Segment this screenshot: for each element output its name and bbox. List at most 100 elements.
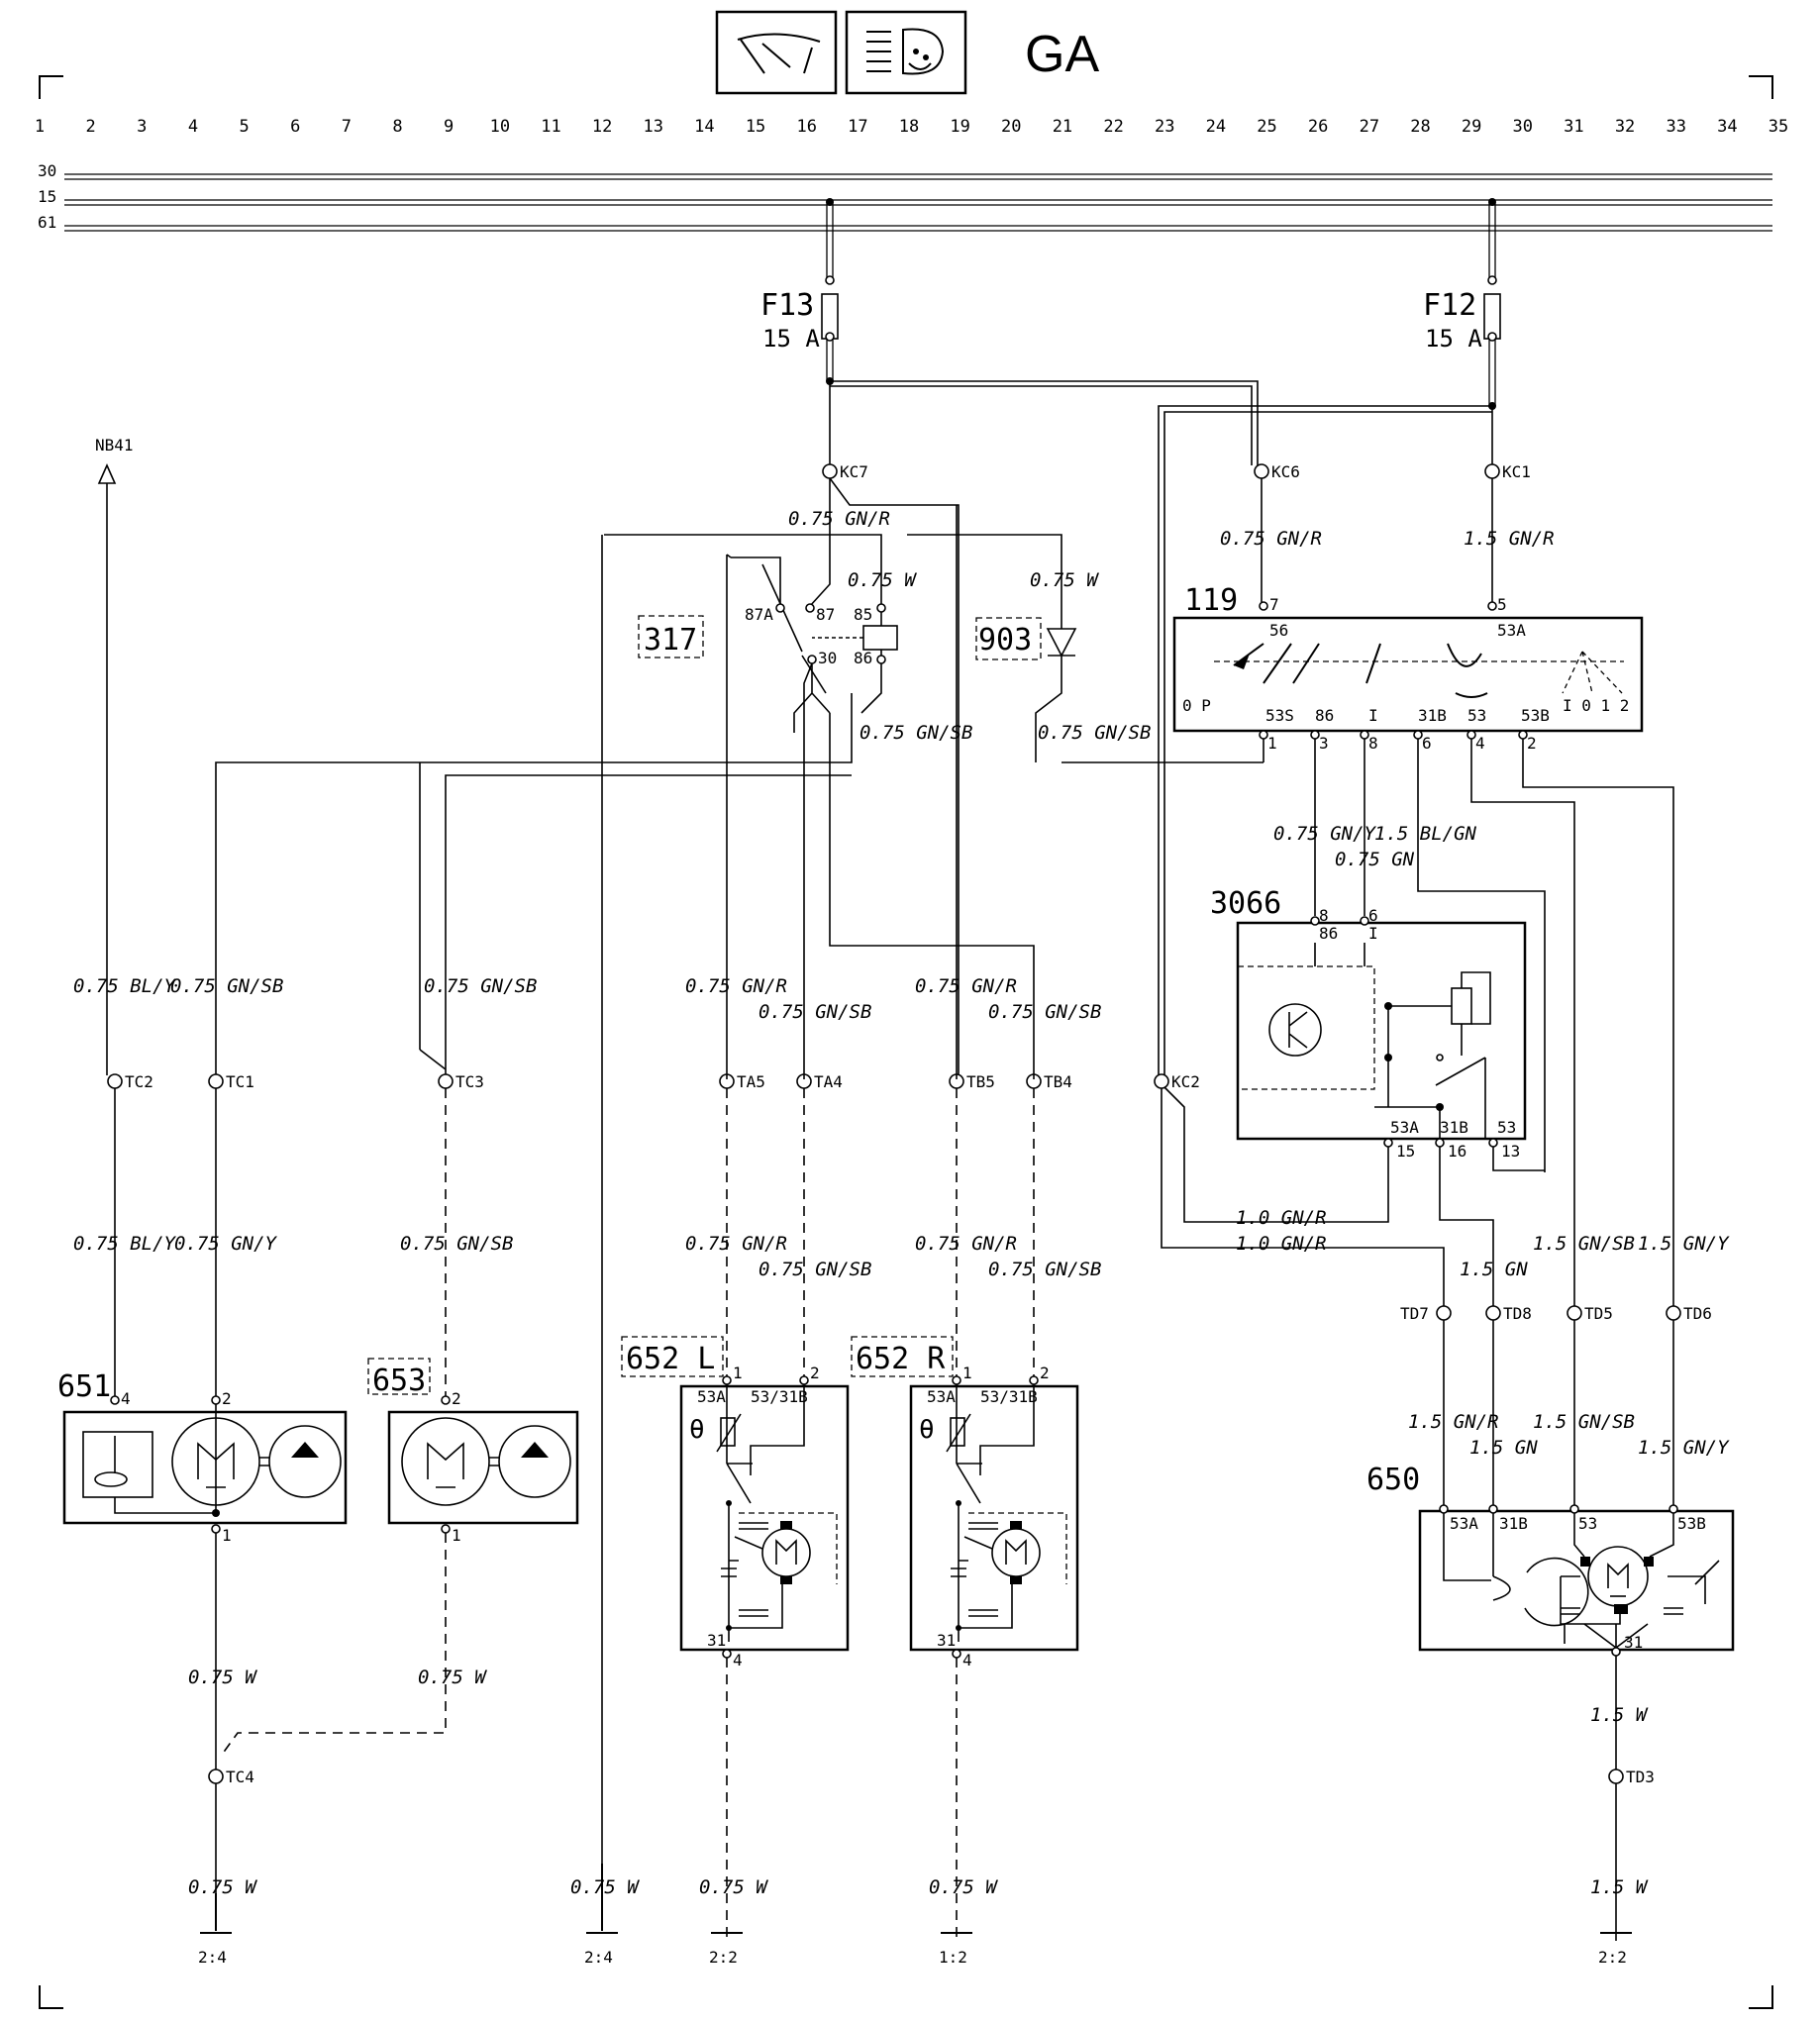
svg-text:NB41: NB41 — [95, 436, 134, 455]
svg-text:1.5 GN/Y: 1.5 GN/Y — [1638, 1437, 1730, 1459]
column-number: 16 — [796, 117, 816, 137]
pump-motor-653: 653 2 1 0.75 W — [221, 1358, 579, 1756]
connector-tc2 — [107, 1073, 123, 1089]
connector-kc1: KC1 — [1484, 462, 1531, 481]
svg-text:2: 2 — [1040, 1364, 1050, 1382]
svg-text:652 R: 652 R — [856, 1342, 946, 1376]
svg-text:31B: 31B — [1418, 706, 1447, 725]
svg-text:0.75 W: 0.75 W — [418, 1667, 487, 1688]
column-number: 8 — [392, 117, 402, 137]
svg-text:0.75 W: 0.75 W — [1030, 569, 1099, 591]
fuse-f13: F13 15 A — [760, 198, 839, 385]
column-number: 10 — [490, 117, 510, 137]
svg-text:56: 56 — [1269, 621, 1288, 640]
svg-text:0.75 GN: 0.75 GN — [1335, 849, 1415, 870]
supply-distribution — [829, 380, 1493, 1079]
svg-text:1.5 GN/SB: 1.5 GN/SB — [1533, 1233, 1635, 1255]
svg-text:2:4: 2:4 — [584, 1948, 613, 1967]
svg-text:2: 2 — [1527, 734, 1537, 753]
svg-text:15: 15 — [1396, 1142, 1415, 1161]
relay-ground-label: 0.75 W — [570, 1876, 640, 1898]
column-number: 7 — [342, 117, 352, 137]
column-number: 4 — [188, 117, 198, 137]
connector-tc3 — [438, 1073, 454, 1089]
svg-text:0.75 BL/Y: 0.75 BL/Y — [73, 1233, 177, 1255]
wiper-icon — [715, 10, 838, 95]
column-number: 3 — [137, 117, 147, 137]
column-number: 6 — [290, 117, 300, 137]
column-number: 1 — [35, 117, 45, 137]
svg-text:1.5 GN/R: 1.5 GN/R — [1408, 1411, 1499, 1433]
control-unit-3066: 3066 8 86 6 I 53A 31B 53 15 16 13 1.0 GN… — [1163, 886, 1545, 1307]
svg-text:0.75 GN/R: 0.75 GN/R — [788, 508, 890, 530]
column-number: 32 — [1615, 117, 1635, 137]
svg-text:2:2: 2:2 — [709, 1948, 738, 1967]
td-connectors: TD7 TD8 TD5 TD6 1.5 GN/SB 1.5 GN/Y 1.5 G… — [1400, 1233, 1730, 1509]
svg-text:0.75 GN/SB: 0.75 GN/SB — [170, 975, 283, 997]
nb41-arrow: NB41 — [95, 436, 134, 1075]
headlamp-motor-652-left: 652 L 1 2 53A 53/31B θ 31 4 0.75 W — [621, 1336, 850, 1941]
relay-317: 317 87A 87 85 30 86 0.75 GN/R 0.75 W 0.7… — [601, 477, 972, 1864]
svg-text:KC1: KC1 — [1502, 462, 1531, 481]
svg-text:8: 8 — [1368, 734, 1378, 753]
svg-text:θ: θ — [689, 1415, 705, 1445]
column-number: 5 — [239, 117, 249, 137]
wire-gnsb-distribution — [215, 693, 1264, 1079]
svg-text:0.75 W: 0.75 W — [188, 1667, 257, 1688]
column-number: 35 — [1769, 117, 1788, 137]
svg-text:1.5 W: 1.5 W — [1590, 1876, 1649, 1898]
svg-text:TB4: TB4 — [1044, 1072, 1072, 1091]
column-number: 14 — [694, 117, 714, 137]
header: GA — [715, 10, 1099, 95]
svg-text:1.5 GN/Y: 1.5 GN/Y — [1638, 1233, 1730, 1255]
svg-text:86: 86 — [1315, 706, 1334, 725]
svg-text:31: 31 — [1624, 1633, 1643, 1652]
column-number: 22 — [1103, 117, 1123, 137]
svg-text:KC2: KC2 — [1171, 1072, 1200, 1091]
svg-text:1.0 GN/R: 1.0 GN/R — [1236, 1207, 1327, 1229]
diode-903: 903 0.75 W 0.75 GN/SB — [907, 534, 1151, 762]
svg-text:1:2: 1:2 — [939, 1948, 967, 1967]
svg-text:4: 4 — [962, 1651, 972, 1669]
svg-text:4: 4 — [121, 1389, 131, 1408]
headlamp-washer-icon — [845, 10, 967, 95]
ground-symbols: 2:4 2:4 2:2 1:2 2:2 — [198, 1864, 1632, 1967]
svg-text:TD8: TD8 — [1503, 1304, 1532, 1323]
fuse-f12-rating: 15 A — [1425, 325, 1482, 353]
connector-td6 — [1666, 1305, 1681, 1321]
svg-text:0.75 GN/SB: 0.75 GN/SB — [988, 1001, 1101, 1023]
svg-text:31B: 31B — [1440, 1118, 1468, 1137]
svg-text:0.75 GN/Y: 0.75 GN/Y — [174, 1233, 278, 1255]
svg-text:1.5 BL/GN: 1.5 BL/GN — [1374, 823, 1477, 845]
svg-text:6: 6 — [1368, 906, 1378, 925]
svg-text:1: 1 — [222, 1526, 232, 1545]
svg-text:903: 903 — [978, 623, 1032, 657]
svg-text:TC4: TC4 — [226, 1768, 254, 1786]
svg-text:53: 53 — [1578, 1514, 1597, 1533]
column-number: 27 — [1360, 117, 1379, 137]
mid-connectors: TC2 TC1 TC3 TA5 TA4 TB5 TB4 0.75 BL/Y 0.… — [73, 505, 1101, 1398]
svg-text:3066: 3066 — [1210, 886, 1281, 921]
column-number: 21 — [1053, 117, 1072, 137]
column-number: 13 — [644, 117, 663, 137]
svg-text:652 L: 652 L — [626, 1342, 715, 1376]
svg-text:0.75 GN/SB: 0.75 GN/SB — [400, 1233, 513, 1255]
column-number: 15 — [746, 117, 765, 137]
svg-text:0.75 GN/SB: 0.75 GN/SB — [424, 975, 537, 997]
switch-outputs: 0.75 GN/Y 1.5 BL/GN 0.75 GN — [1263, 739, 1674, 1307]
column-number: 19 — [950, 117, 969, 137]
fuse-f13-id: F13 — [760, 288, 814, 323]
svg-text:53A: 53A — [697, 1387, 726, 1406]
headlamp-motor-652-right: 652 R 1 2 53A 53/31B θ 31 4 0.75 W — [851, 1336, 1079, 1941]
svg-text:85: 85 — [854, 605, 872, 624]
connector-td7 — [1436, 1305, 1452, 1321]
connector-kc7: KC7 — [822, 462, 868, 481]
svg-text:1: 1 — [962, 1364, 972, 1382]
svg-text:53B: 53B — [1677, 1514, 1706, 1533]
connector-td3: TD3 1.5 W — [1590, 1768, 1655, 1941]
svg-text:53B: 53B — [1521, 706, 1550, 725]
column-number: 31 — [1564, 117, 1583, 137]
svg-text:TD3: TD3 — [1626, 1768, 1655, 1786]
svg-text:KC6: KC6 — [1271, 462, 1300, 481]
frame-corners — [39, 75, 1773, 2009]
